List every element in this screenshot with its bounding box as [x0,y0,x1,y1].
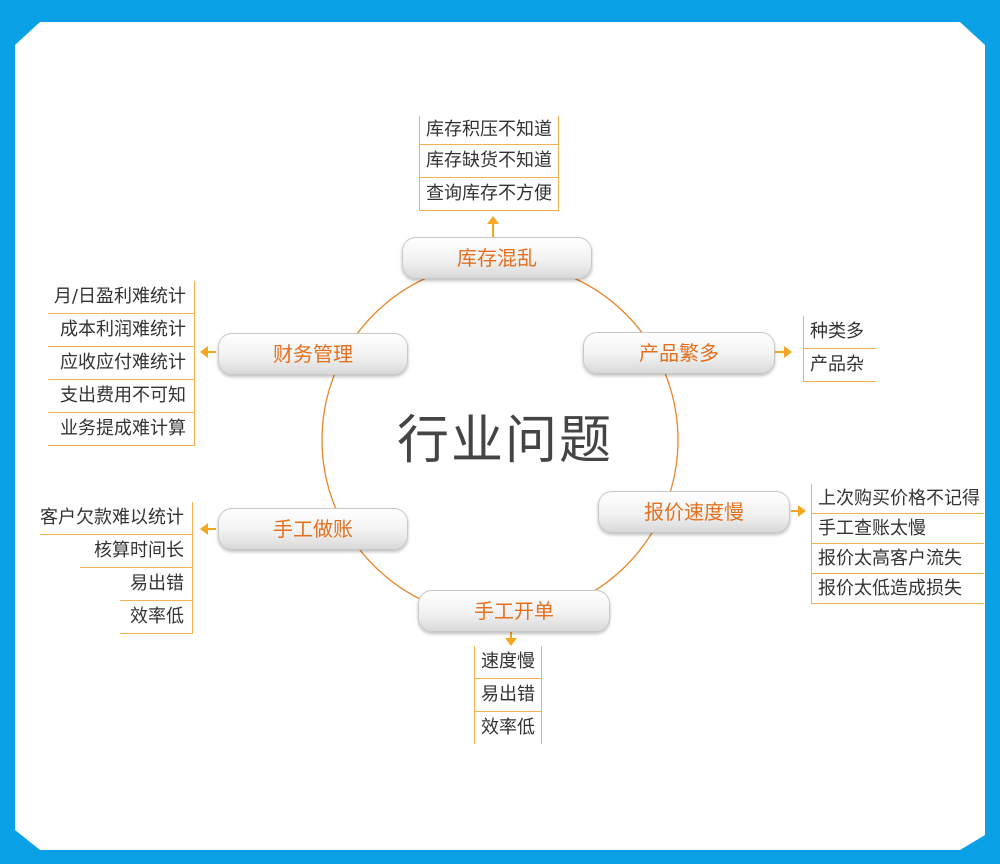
list-item: 库存缺货不知道 [419,145,559,178]
node-manual-bookkeeping: 手工做账 [218,508,408,550]
list-item: 产品杂 [804,349,876,382]
node-inventory: 库存混乱 [402,237,592,279]
manual-invoice-items: 速度慢 易出错 效率低 [474,646,542,744]
list-item: 成本利润难统计 [48,314,194,347]
list-item: 易出错 [474,679,542,712]
list-item: 报价太高客户流失 [812,544,984,574]
list-item: 核算时间长 [80,535,192,568]
list-item: 查询库存不方便 [419,178,559,211]
center-title: 行业问题 [396,411,613,471]
list-item: 种类多 [804,316,876,349]
products-items: 种类多 产品杂 [803,316,876,382]
finance-items: 月/日盈利难统计 成本利润难统计 应收应付难统计 支出费用不可知 业务提成难计算 [48,281,195,446]
list-item: 业务提成难计算 [48,413,194,446]
list-item: 应收应付难统计 [48,347,194,380]
list-item: 客户欠款难以统计 [40,502,192,535]
node-quote: 报价速度慢 [598,491,790,533]
list-item: 速度慢 [474,646,542,679]
list-item: 月/日盈利难统计 [48,281,194,314]
list-item: 易出错 [120,568,192,601]
manual-bookkeeping-items: 客户欠款难以统计 核算时间长 易出错 效率低 [40,502,193,634]
list-item: 报价太低造成损失 [812,574,984,604]
node-products: 产品繁多 [583,332,775,374]
list-item: 库存积压不知道 [419,116,559,145]
arrows [200,216,806,646]
node-finance: 财务管理 [218,333,408,375]
node-manual-invoice: 手工开单 [418,590,610,632]
list-item: 效率低 [474,712,542,744]
white-panel [15,22,985,850]
inventory-items: 库存积压不知道 库存缺货不知道 查询库存不方便 [419,116,559,211]
list-item: 支出费用不可知 [48,380,194,413]
list-item: 手工查账太慢 [812,514,984,544]
list-item: 上次购买价格不记得 [812,484,984,514]
quote-items: 上次购买价格不记得 手工查账太慢 报价太高客户流失 报价太低造成损失 [811,484,984,604]
list-item: 效率低 [120,601,192,634]
